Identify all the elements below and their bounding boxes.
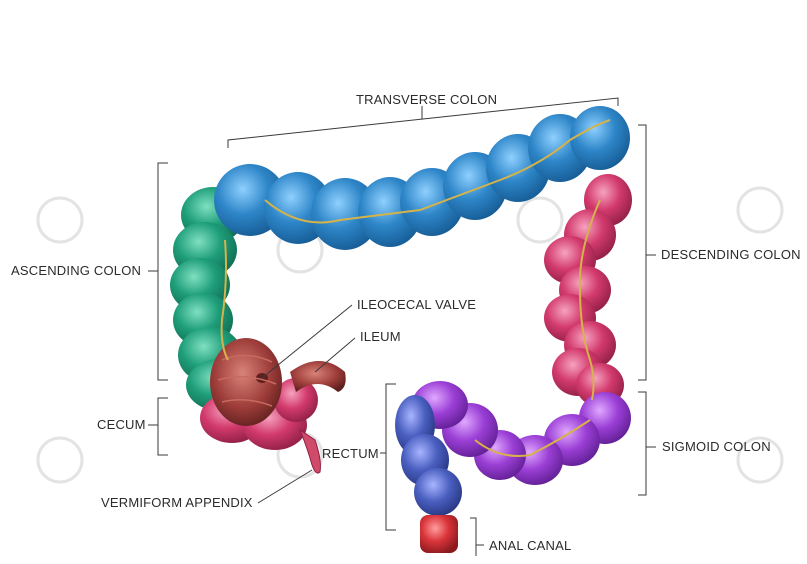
label-anal-canal: ANAL CANAL [489, 538, 571, 553]
descending-colon [544, 174, 632, 407]
anal-canal-shape [420, 515, 458, 553]
label-sigmoid-colon: SIGMOID COLON [662, 439, 771, 454]
label-descending-colon: DESCENDING COLON [661, 247, 801, 262]
label-vermiform-appendix: VERMIFORM APPENDIX [101, 495, 253, 510]
vermiform-appendix-shape [300, 430, 320, 473]
label-ileum: ILEUM [360, 329, 401, 344]
label-ascending-colon: ASCENDING COLON [11, 263, 141, 278]
ileocecal-valve-shape [210, 338, 282, 426]
label-rectum: RECTUM [322, 446, 379, 461]
ileum-shape [290, 361, 346, 392]
label-cecum: CECUM [97, 417, 146, 432]
label-transverse-colon: TRANSVERSE COLON [356, 92, 497, 107]
label-ileocecal-valve: ILEOCECAL VALVE [357, 297, 476, 312]
